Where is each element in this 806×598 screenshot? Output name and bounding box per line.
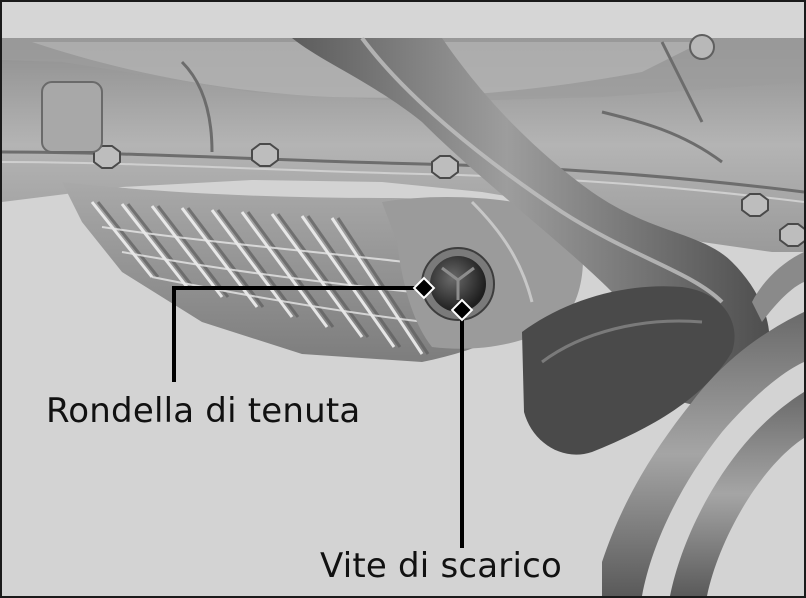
washer-callout-label: Rondella di tenuta [46, 391, 360, 431]
drain-bolt-callout-label: Vite di scarico [320, 546, 562, 586]
